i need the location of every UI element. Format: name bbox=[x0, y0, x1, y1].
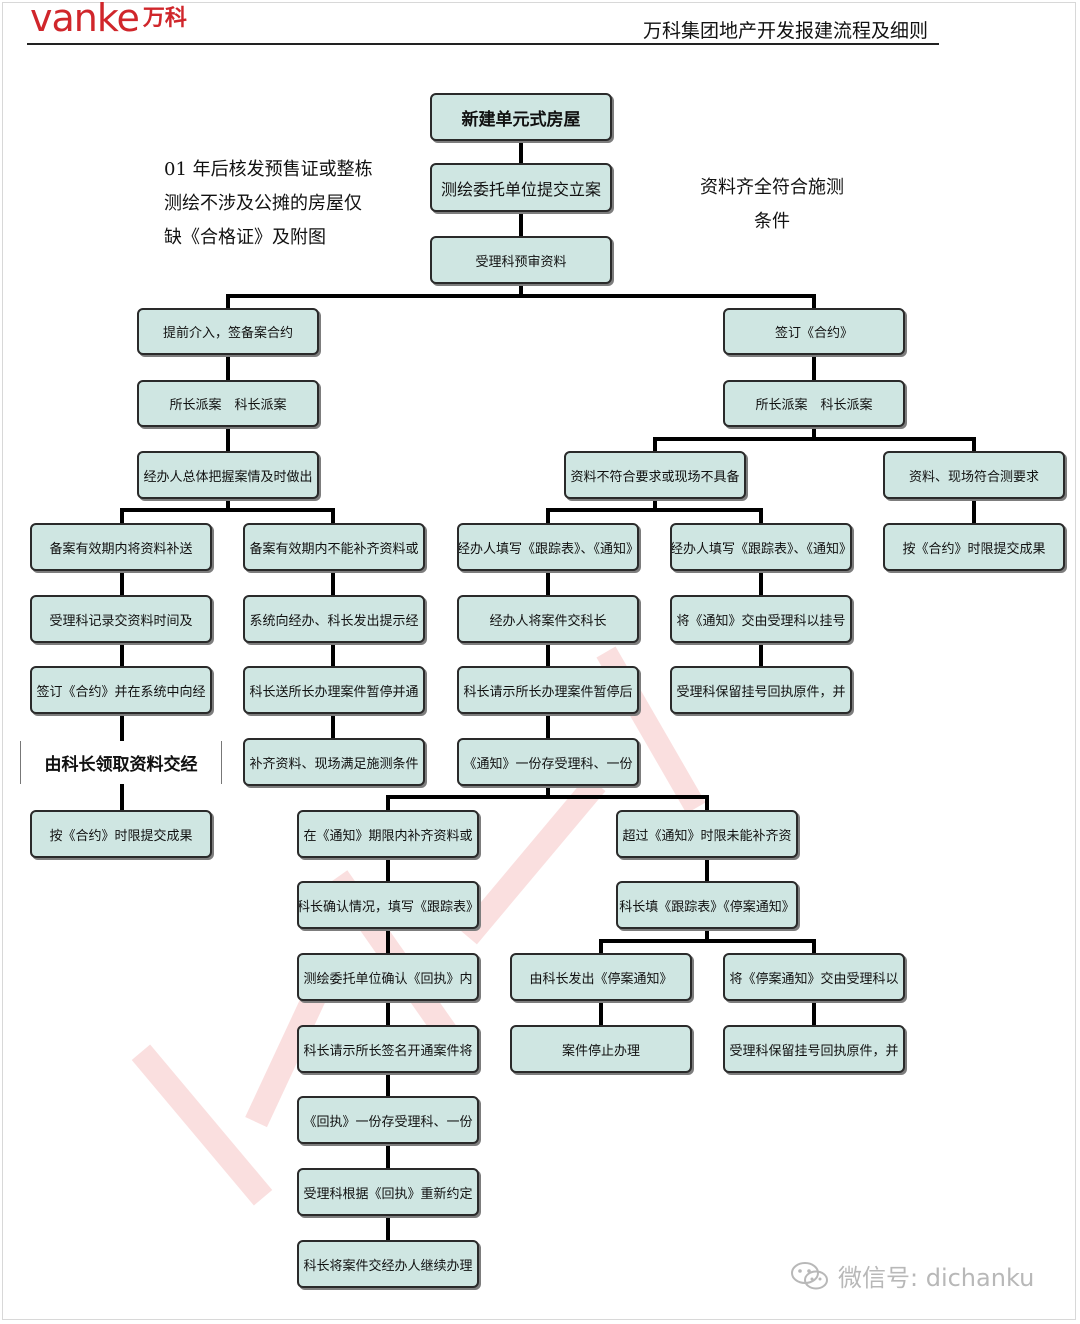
node-notice-copy: 《通知》一份存受理科、一份 bbox=[457, 738, 639, 786]
header-rule bbox=[27, 43, 939, 45]
node-stop-notice-fill: 科长填《跟踪表》《停案通知》 bbox=[616, 881, 798, 929]
node-pre-review: 受理科预审资料 bbox=[430, 236, 612, 284]
node-registered-mail: 将《通知》交由受理科以挂号 bbox=[670, 595, 852, 643]
note-right-line-1: 资料齐全符合施测 bbox=[700, 177, 844, 198]
wechat-watermark: 微信号: dichanku bbox=[790, 1258, 1034, 1293]
note-left-line-1: 01 年后核发预售证或整栋 bbox=[164, 159, 373, 180]
node-system-alert: 系统向经办、科长发出提示经 bbox=[243, 595, 425, 643]
node-docs-compliant: 资料、现场符合测要求 bbox=[883, 451, 1065, 499]
node-fill-tracking-a: 经办人填写《跟踪表》、《通知》 bbox=[457, 523, 639, 571]
node-keep-receipt-2: 受理科保留挂号回执原件，并 bbox=[723, 1025, 905, 1073]
node-client-confirm-receipt: 测绘委托单位确认《回执》内 bbox=[297, 953, 479, 1001]
node-fill-tracking-b: 经办人填写《跟踪表》、《通知》 bbox=[670, 523, 852, 571]
note-right-line-2: 条件 bbox=[754, 211, 790, 232]
node-early-intervention: 提前介入，签备案合约 bbox=[137, 308, 319, 355]
node-survey-filing: 测绘委托单位提交立案 bbox=[430, 163, 612, 212]
node-sign-contract-system: 签订《合约》并在系统中向经 bbox=[30, 666, 212, 714]
node-chief-collect-docs: 由科长领取资料交经 bbox=[20, 741, 222, 784]
node-suspend-case: 科长送所长办理案件暂停并通 bbox=[243, 666, 425, 714]
node-dispatch-left: 所长派案 科长派案 bbox=[137, 380, 319, 427]
node-sign-contract: 签订《合约》 bbox=[723, 308, 905, 355]
wechat-id-text: 微信号: dichanku bbox=[838, 1264, 1035, 1292]
node-docs-not-compliant: 资料不符合要求或现场不具备 bbox=[564, 451, 746, 499]
wechat-icon bbox=[791, 1261, 828, 1289]
node-dispatch-right: 所长派案 科长派案 bbox=[723, 380, 905, 427]
document-title: 万科集团地产开发报建流程及细则 bbox=[643, 20, 929, 42]
node-deadline-exceeded: 超过《通知》时限未能补齐资 bbox=[616, 810, 798, 858]
node-keep-receipt: 受理科保留挂号回执原件，并 bbox=[670, 666, 852, 714]
node-hand-to-chief: 经办人将案件交科长 bbox=[457, 595, 639, 643]
node-issue-stop-notice: 由科长发出《停案通知》 bbox=[510, 953, 692, 1001]
node-complete-conditions: 补齐资料、现场满足施测条件 bbox=[243, 738, 425, 786]
node-reschedule: 受理科根据《回执》重新约定 bbox=[297, 1168, 479, 1216]
note-left-line-3: 缺《合格证》及附图 bbox=[164, 227, 326, 248]
node-receipt-copy: 《回执》一份存受理科、一份 bbox=[297, 1096, 479, 1144]
node-handler-assess: 经办人总体把握案情及时做出 bbox=[137, 451, 319, 499]
note-left-line-2: 测绘不涉及公摊的房屋仅 bbox=[164, 193, 362, 214]
node-case-stopped: 案件停止办理 bbox=[510, 1025, 692, 1073]
node-resubmit-in-period: 备案有效期内将资料补送 bbox=[30, 523, 212, 571]
node-request-suspension: 科长请示所长办理案件暂停后 bbox=[457, 666, 639, 714]
node-cannot-complete: 备案有效期内不能补齐资料或 bbox=[243, 523, 425, 571]
node-reopen-case: 科长请示所长签名开通案件将 bbox=[297, 1025, 479, 1073]
note-right: 资料齐全符合施测 条件 bbox=[700, 171, 844, 239]
node-complete-within-deadline: 在《通知》期限内补齐资料或 bbox=[297, 810, 479, 858]
node-stop-notice-mail: 将《停案通知》交由受理科以 bbox=[723, 953, 905, 1001]
node-chief-confirm: 科长确认情况，填写《跟踪表》 bbox=[297, 881, 479, 929]
node-deliver-results-left: 按《合约》时限提交成果 bbox=[30, 810, 212, 858]
node-record-submission: 受理科记录交资料时间及 bbox=[30, 595, 212, 643]
logo-text-cn: 万科 bbox=[142, 6, 187, 31]
node-return-to-handler: 科长将案件交经办人继续办理 bbox=[297, 1240, 479, 1288]
node-deliver-results-right: 按《合约》时限提交成果 bbox=[883, 523, 1065, 571]
logo-text-en: vanke bbox=[30, 0, 140, 40]
node-new-housing: 新建单元式房屋 bbox=[430, 93, 612, 141]
note-left: 01 年后核发预售证或整栋 测绘不涉及公摊的房屋仅 缺《合格证》及附图 bbox=[164, 153, 373, 255]
